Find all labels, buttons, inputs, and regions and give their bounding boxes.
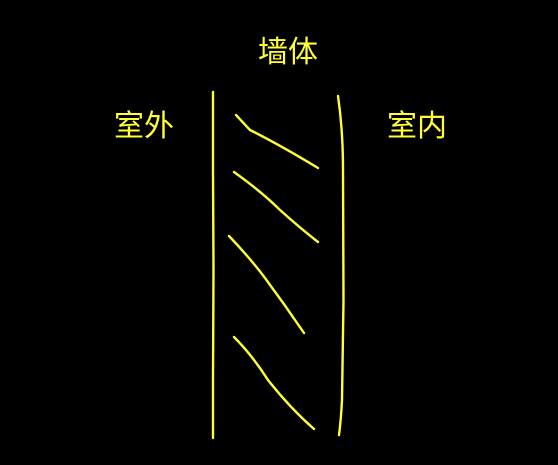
wall-label: 墙体 <box>258 35 318 70</box>
hatch-line-3 <box>227 234 306 335</box>
hatch-line-1 <box>234 113 320 170</box>
hatch-line-4 <box>232 335 316 431</box>
wall-inner-face-line <box>336 94 345 437</box>
indoor-label: 室内 <box>387 109 447 144</box>
outdoor-label: 室外 <box>114 109 174 144</box>
wall-outer-face-line <box>211 90 215 440</box>
hatch-line-2 <box>232 170 320 244</box>
